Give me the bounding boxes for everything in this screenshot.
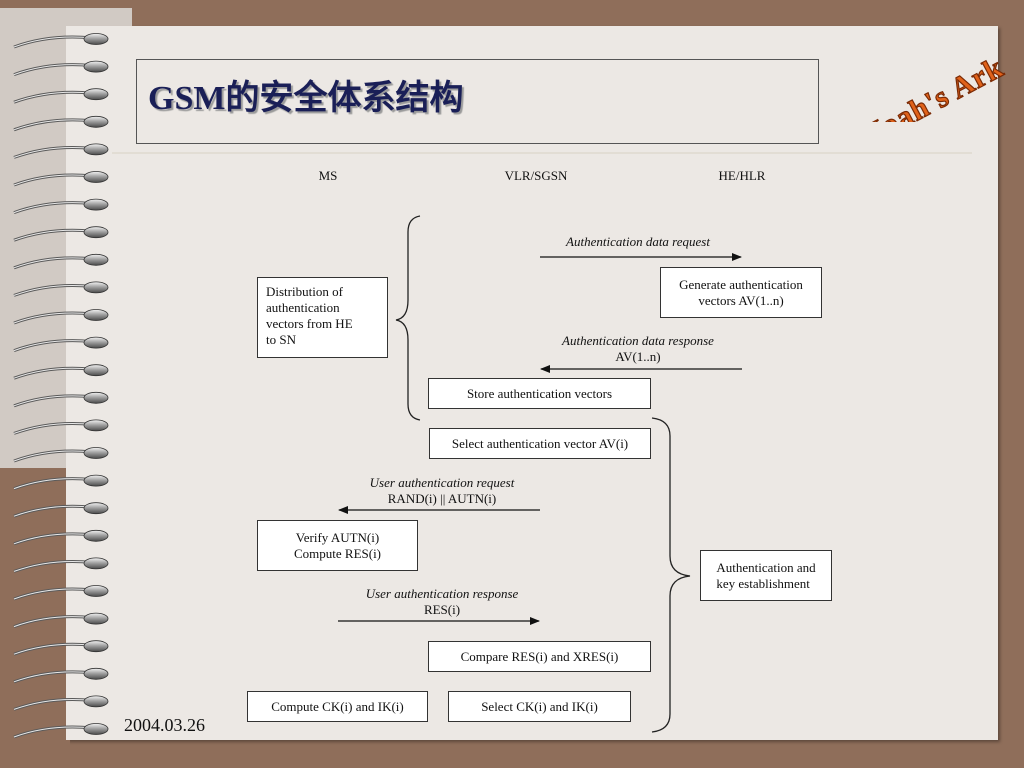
binding-ring xyxy=(13,309,109,325)
auth-data-request-label: Authentication data request xyxy=(566,234,710,249)
binding-ring xyxy=(13,33,109,49)
binding-ring xyxy=(13,171,109,187)
binding-ring xyxy=(13,88,109,104)
binding-ring xyxy=(13,336,109,353)
spiral-binding xyxy=(13,33,109,739)
compare-res-box: Compare RES(i) and XRES(i) xyxy=(428,641,651,672)
binding-ring xyxy=(13,391,109,408)
page-title: GSM的安全体系结构 xyxy=(148,80,464,117)
compute-ck-ik-box: Compute CK(i) and IK(i) xyxy=(247,691,428,722)
slide-date: 2004.03.26 xyxy=(124,715,205,735)
title-frame xyxy=(136,59,819,144)
binding-ring xyxy=(13,474,109,491)
binding-ring xyxy=(13,226,109,242)
noahs-ark-logo: Noah's Ark xyxy=(855,50,1009,122)
binding-ring xyxy=(13,667,109,684)
select-ck-ik-box: Select CK(i) and IK(i) xyxy=(448,691,631,722)
authentication-brace xyxy=(651,417,691,733)
binding-ring xyxy=(13,557,109,573)
binding-ring xyxy=(13,198,109,215)
binding-ring xyxy=(13,281,109,297)
binding-ring xyxy=(13,502,109,518)
binding-ring xyxy=(13,115,109,132)
binding-ring xyxy=(13,253,109,270)
binding-ring xyxy=(13,60,109,77)
binding-ring xyxy=(13,364,109,380)
paper-margin xyxy=(66,26,136,740)
binding-ring xyxy=(13,143,109,159)
select-vector-box: Select authentication vector AV(i) xyxy=(429,428,651,459)
binding-ring xyxy=(13,640,109,656)
binding-ring xyxy=(13,529,109,546)
logo-text: Noah's Ark xyxy=(856,51,1009,122)
binding-ring xyxy=(13,723,109,739)
binding-ring xyxy=(13,447,109,463)
store-vectors-box: Store authentication vectors xyxy=(428,378,651,409)
binding-ring xyxy=(13,695,109,711)
column-header-ms: MS xyxy=(318,168,338,183)
distribution-brace xyxy=(395,215,421,421)
verify-autn-box: Verify AUTN(i)Compute RES(i) xyxy=(257,520,418,571)
binding-ring xyxy=(13,419,109,435)
column-header-he-hlr: HE/HLR xyxy=(718,168,766,183)
binding-ring xyxy=(13,585,109,601)
binding-ring xyxy=(13,612,109,629)
column-header-vlr-sgsn: VLR/SGSN xyxy=(504,168,568,183)
